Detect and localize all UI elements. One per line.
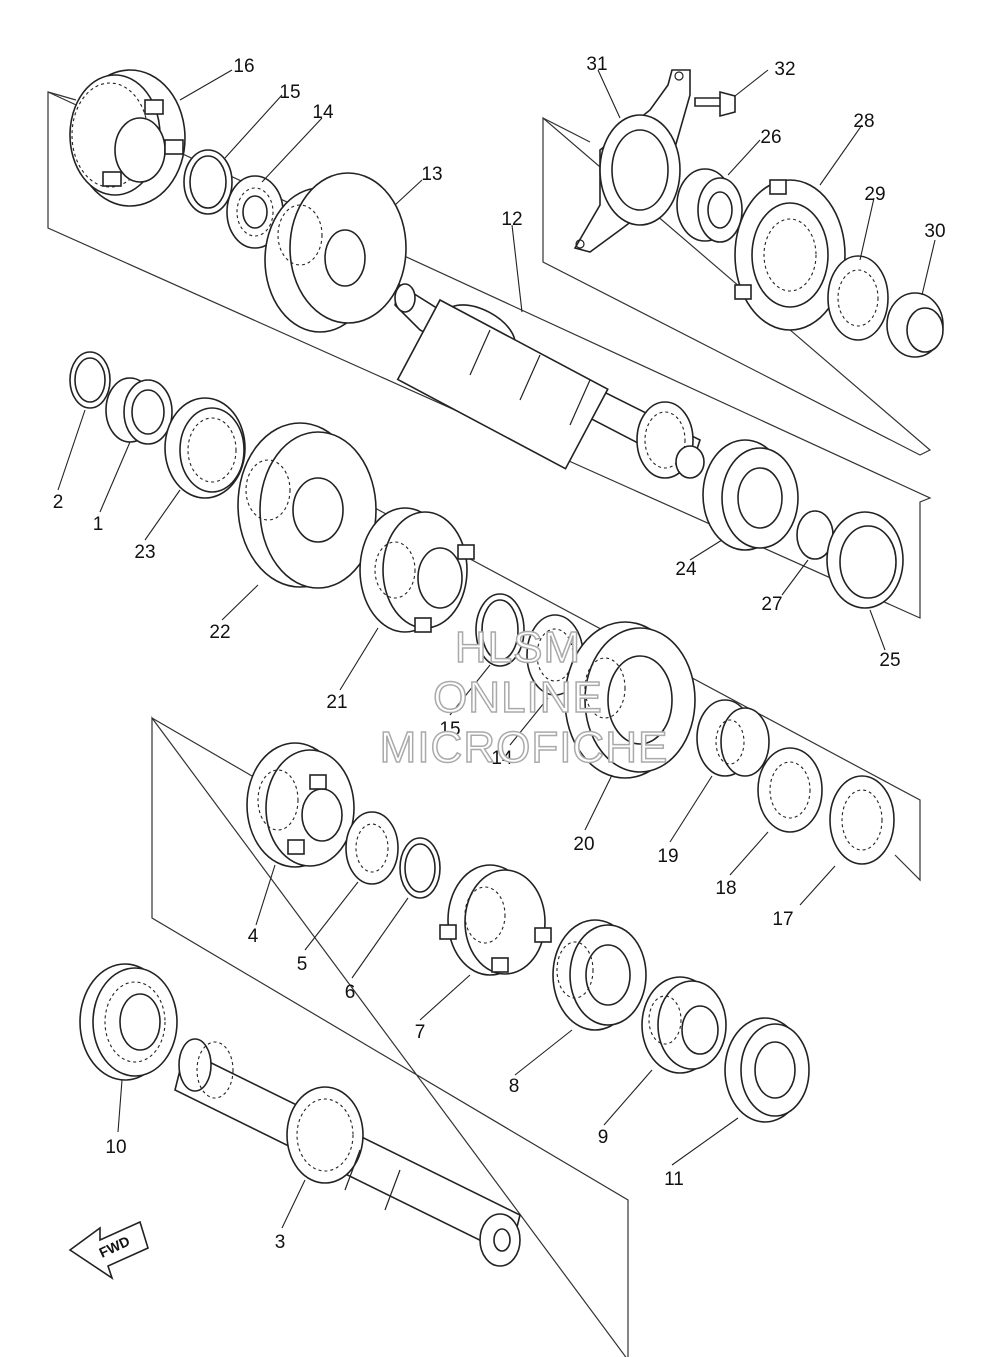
callout-18: 18 <box>715 878 736 899</box>
part-32-bolt <box>694 90 736 118</box>
part-21-gear <box>359 507 475 633</box>
callout-13: 13 <box>421 164 442 185</box>
callout-9: 9 <box>598 1127 609 1148</box>
part-callouts: 16 15 14 13 12 31 32 26 28 29 30 2 1 23 … <box>53 54 946 1253</box>
part-2-circlip <box>69 351 111 409</box>
part-18-washer <box>757 747 823 833</box>
callout-12: 12 <box>501 209 522 230</box>
callout-20: 20 <box>573 834 594 855</box>
part-15-circlip <box>183 149 233 215</box>
part-9-gear <box>641 976 727 1074</box>
callout-14: 14 <box>312 102 334 123</box>
callout-17: 17 <box>772 909 793 930</box>
part-19-bushing <box>696 699 770 777</box>
callout-23: 23 <box>134 542 155 563</box>
callout-31: 31 <box>586 54 607 75</box>
callout-30: 30 <box>924 221 945 242</box>
callout-6: 6 <box>345 982 356 1003</box>
callout-22: 22 <box>209 622 230 643</box>
part-26-collar <box>676 168 743 243</box>
watermark: HLSM ONLINE MICROFICHE <box>379 622 669 773</box>
callout-4: 4 <box>248 926 259 947</box>
callout-3: 3 <box>275 1232 286 1253</box>
watermark-line-2: ONLINE <box>433 673 603 722</box>
callout-15: 15 <box>279 82 300 103</box>
callout-14-second: 14 <box>491 748 513 769</box>
part-11-bearing <box>724 1017 810 1123</box>
part-29-washer <box>827 255 889 341</box>
watermark-line-1: HLSM <box>455 623 581 672</box>
callout-24: 24 <box>675 559 697 580</box>
callout-11: 11 <box>664 1169 684 1190</box>
callout-19: 19 <box>657 846 678 867</box>
part-5-washer <box>345 811 399 885</box>
part-1-collar <box>105 377 173 445</box>
part-17-washer <box>829 775 895 865</box>
part-28-plate <box>734 179 846 331</box>
part-16-gear <box>69 69 186 207</box>
drive-axle-group-frame <box>151 716 629 1357</box>
part-6-circlip <box>399 837 441 899</box>
callout-21: 21 <box>326 692 347 713</box>
part-3-drive-axle <box>174 1038 521 1267</box>
part-31-bracket <box>573 69 691 253</box>
bracket-group-frame <box>542 116 932 456</box>
callout-1: 1 <box>93 514 104 535</box>
leader-lines <box>57 69 936 1229</box>
part-20-gear <box>564 621 696 779</box>
part-15-circlip-second <box>475 593 525 667</box>
part-23-bearing <box>164 397 246 499</box>
callout-29: 29 <box>864 184 885 205</box>
part-8-gear <box>552 919 647 1031</box>
part-4-gear <box>246 742 355 868</box>
part-22-gear <box>237 422 377 589</box>
part-25-seal <box>826 511 904 609</box>
drive-axle-group-frame-edge <box>151 717 253 777</box>
callout-16: 16 <box>233 56 254 77</box>
callout-8: 8 <box>509 1076 520 1097</box>
forward-direction-arrow-icon: FWD <box>68 1220 149 1280</box>
callout-10: 10 <box>105 1137 126 1158</box>
bracket-group-frame-edge <box>542 117 591 143</box>
part-7-gear <box>439 864 552 976</box>
main-axle-group-frame <box>47 91 932 619</box>
callout-15-second: 15 <box>439 719 460 740</box>
part-10-bearing <box>79 963 178 1081</box>
main-axle-group-frame-edge <box>47 91 77 101</box>
part-12-main-axle <box>394 283 705 479</box>
callout-27: 27 <box>761 594 782 615</box>
part-30-nut <box>886 292 944 358</box>
callout-32: 32 <box>774 59 795 80</box>
watermark-line-3: MICROFICHE <box>380 723 669 772</box>
callout-5: 5 <box>297 954 308 975</box>
callout-28: 28 <box>853 111 874 132</box>
part-24-bearing <box>702 439 799 551</box>
callout-2: 2 <box>53 492 64 513</box>
callout-7: 7 <box>415 1022 426 1043</box>
part-13-gear <box>264 172 407 333</box>
callout-26: 26 <box>760 127 781 148</box>
callout-25: 25 <box>879 650 900 671</box>
